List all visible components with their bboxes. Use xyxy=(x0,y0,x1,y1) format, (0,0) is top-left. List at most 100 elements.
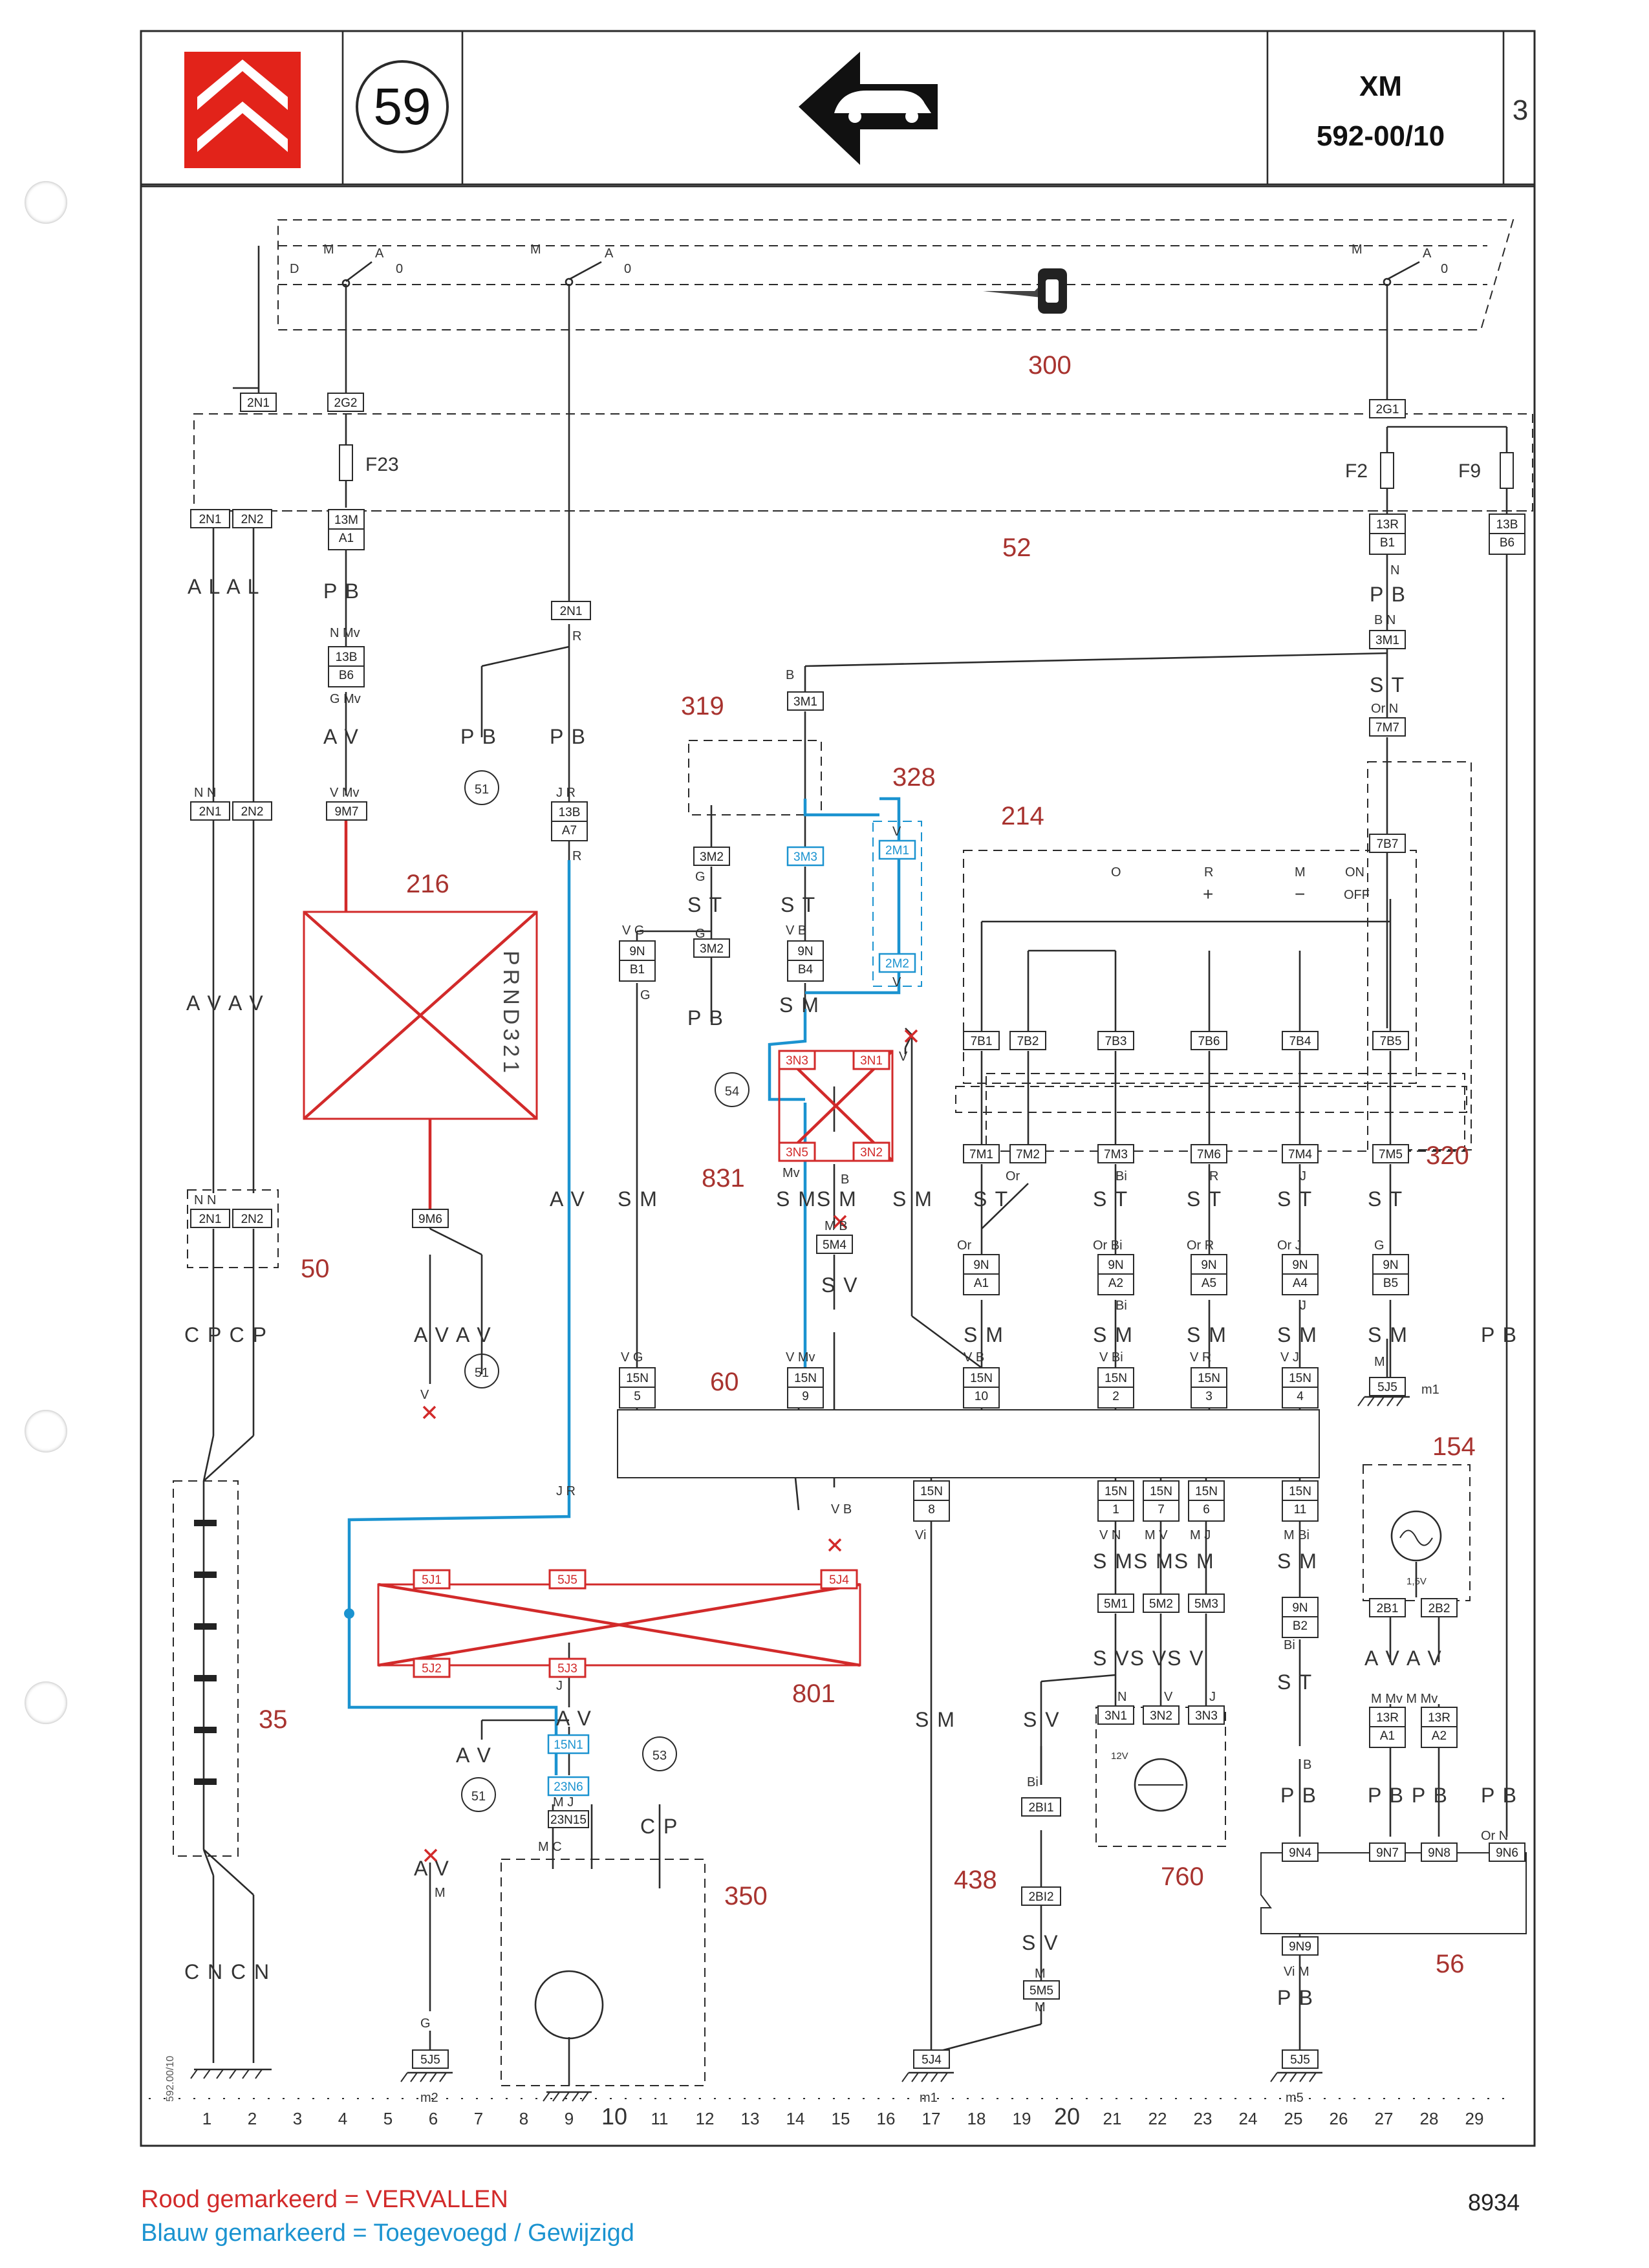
connector-3m2: 3M2 xyxy=(693,847,730,866)
svg-text:D: D xyxy=(290,262,299,276)
wire-colour-label: V Bi xyxy=(1099,1350,1123,1365)
ruler-tick-label: 2 xyxy=(248,2109,257,2128)
ruler-tick-label: 28 xyxy=(1420,2109,1439,2128)
connector-5m5: 5M5 xyxy=(1023,1980,1060,2000)
connector-label: 15N xyxy=(1105,1372,1127,1385)
connector-7m1: 7M1 xyxy=(963,1144,1000,1163)
connector-label: 15N xyxy=(794,1372,817,1385)
connector-label: 3N1 xyxy=(860,1054,883,1068)
svg-text:M: M xyxy=(1352,243,1363,257)
connector-7b4: 7B4 xyxy=(1282,1031,1319,1050)
wire-colour-label: V R xyxy=(1190,1350,1211,1365)
wire-colour-label: Bi xyxy=(1027,1775,1039,1789)
margin-code: 592.00/10 xyxy=(165,2056,176,2102)
reference-circles: 51 51 51 53 54 xyxy=(461,770,749,1812)
wire-colour-label: V xyxy=(1164,1690,1173,1704)
svg-text:A: A xyxy=(375,246,384,261)
citroen-logo xyxy=(184,52,301,168)
connector-5m3: 5M3 xyxy=(1188,1593,1225,1613)
wire-colour-label: S M xyxy=(915,1708,956,1731)
component-154: 154 xyxy=(1432,1432,1476,1461)
wire-colour-label: S V xyxy=(1022,1931,1059,1954)
connector-7m4: 7M4 xyxy=(1282,1144,1319,1163)
grounds: m2 m1 m5 m1 xyxy=(190,1383,1439,2105)
connector-3m3: 3M3 xyxy=(786,846,824,867)
connector-2n2_a: 2N2 xyxy=(232,509,272,528)
wire-colour-label: Or N xyxy=(1371,702,1398,716)
ruler-tick-label: 9 xyxy=(565,2109,574,2128)
component-320: 320 xyxy=(1426,1141,1469,1170)
connector-5j5_m1: 5J5 xyxy=(1369,1377,1406,1396)
connector-7m3: 7M3 xyxy=(1097,1144,1134,1163)
connector-label: 7M4 xyxy=(1288,1148,1312,1161)
connector-label: 2N2 xyxy=(241,805,264,819)
connector-label: 3 xyxy=(1205,1390,1212,1403)
wire-colour-label: V xyxy=(892,825,901,839)
ruler-tick-label: 18 xyxy=(967,2109,986,2128)
connector-label: 13M xyxy=(334,513,358,527)
section-number-circle xyxy=(356,60,449,153)
black-wiring xyxy=(173,246,1527,2086)
connector-label: 5M2 xyxy=(1149,1597,1173,1611)
connector-label: 15N xyxy=(970,1372,993,1385)
fuse-f9-label: F9 xyxy=(1458,460,1481,482)
wire-colour-label: A V A V xyxy=(414,1323,492,1346)
connector-label: 3N2 xyxy=(1150,1709,1172,1723)
wire-colour-label: P B P B xyxy=(1368,1784,1449,1807)
connector-label: B2 xyxy=(1293,1619,1308,1633)
wire-colour-label: A V A V xyxy=(1364,1647,1443,1670)
wire-colour-label: V xyxy=(899,1050,908,1064)
connector-label: 3N3 xyxy=(786,1054,808,1068)
connector-7m2: 7M2 xyxy=(1009,1144,1046,1163)
connector-3n1: 3N1 xyxy=(852,1050,890,1070)
connector-9n9: 9N9 xyxy=(1282,1936,1319,1956)
wire-colour-label: Bi xyxy=(1284,1638,1295,1652)
wire-colour-label: Vi M xyxy=(1284,1965,1310,1979)
wire-colour-label: J xyxy=(556,1679,563,1693)
connector-label: 9M6 xyxy=(418,1213,442,1226)
ground-m2: m2 xyxy=(420,2091,438,2105)
wire-colour-label: N N xyxy=(194,786,216,800)
wire-colour-label: J xyxy=(1300,1169,1306,1183)
connector-2n1_b: 2N1 xyxy=(190,801,230,821)
svg-text:51: 51 xyxy=(475,783,489,797)
connector-7b6: 7B6 xyxy=(1191,1031,1227,1050)
switch214-on: ON xyxy=(1345,865,1364,880)
connector-label: 7B7 xyxy=(1377,837,1399,851)
wire-colour-label: N N xyxy=(194,1193,216,1207)
wire-colour-label: N xyxy=(1117,1690,1126,1704)
connector-5j5_m5: 5J5 xyxy=(1282,2049,1319,2069)
component-35: 35 xyxy=(259,1705,288,1734)
wire-colour-label: V Mv xyxy=(330,786,360,800)
ruler-tick-label: 1 xyxy=(202,2109,211,2128)
legend-removed: Rood gemarkeerd = VERVALLEN xyxy=(141,2186,508,2213)
wire-colour-label: P B xyxy=(1277,1986,1314,2009)
svg-text:A: A xyxy=(1423,246,1432,261)
wire-colour-label: S MS M xyxy=(776,1187,857,1211)
component-760: 760 xyxy=(1161,1863,1204,1891)
wire-colour-label: S T xyxy=(1368,1187,1403,1211)
connector-label: 2N2 xyxy=(241,1213,264,1226)
ruler-tick-label: 3 xyxy=(293,2109,302,2128)
connector-label: 7M1 xyxy=(969,1148,993,1161)
wire-colour-label: S M xyxy=(1187,1323,1227,1346)
connector-label: B1 xyxy=(1380,536,1395,550)
wire-colour-label: M C xyxy=(538,1840,562,1854)
wire-colour-label: M xyxy=(1374,1355,1385,1369)
connector-9n4: 9N4 xyxy=(1282,1842,1319,1862)
wire-colour-label: Or xyxy=(957,1238,972,1253)
wire-colour-label: J R xyxy=(556,1484,576,1498)
connector-label: 5J4 xyxy=(829,1573,849,1587)
wire-colour-label: Bi xyxy=(1116,1169,1127,1183)
component-801: 801 xyxy=(792,1679,835,1708)
ruler-tick-label: 5 xyxy=(383,2109,393,2128)
connector-label: 15N xyxy=(1150,1485,1172,1498)
component-numbers: 319 328 214 216 831 320 50 60 154 35 801… xyxy=(259,692,1476,1978)
connector-label: A2 xyxy=(1432,1729,1447,1743)
